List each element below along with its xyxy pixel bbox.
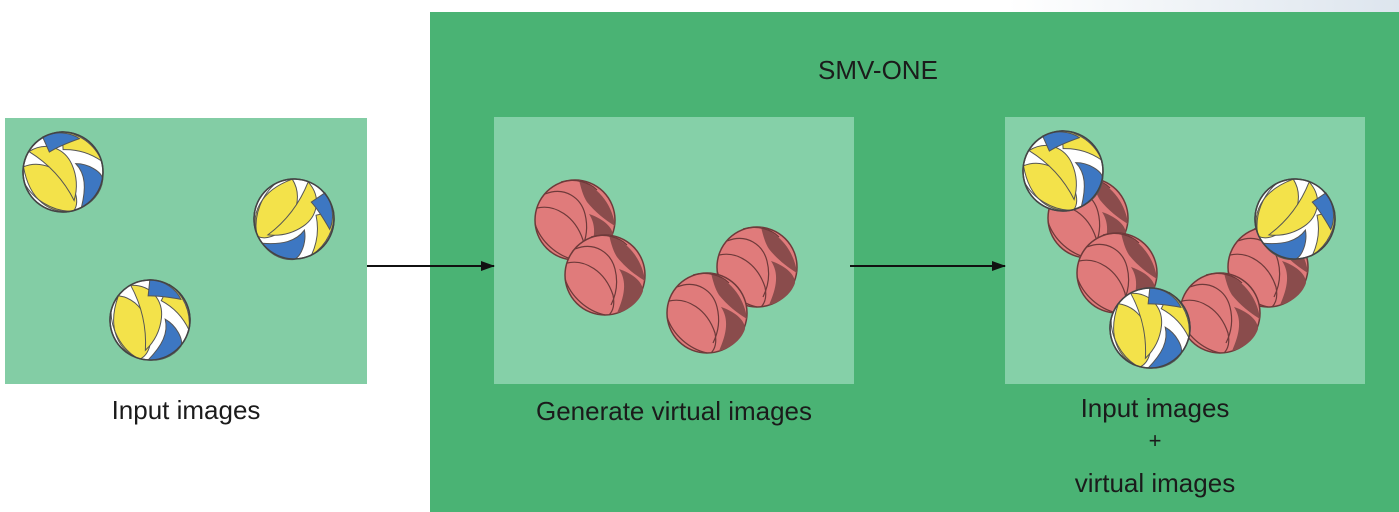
generate-virtual-images-label: Generate virtual images <box>535 396 813 426</box>
smv-one-title: SMV-ONE <box>818 55 938 85</box>
combined-label-line1: Input images <box>1080 393 1230 423</box>
virtual-ball-3 <box>564 234 646 316</box>
combined-label-line3: virtual images <box>1074 468 1236 498</box>
input-images-label: Input images <box>111 395 261 425</box>
volleyball-input-2 <box>241 166 347 272</box>
combined-label-plus: + <box>1148 428 1162 453</box>
virtual-ball-4 <box>666 272 748 354</box>
volleyball-input-3 <box>97 267 203 373</box>
volleyball-input-1 <box>15 124 111 220</box>
combined-virtual-ball-4 <box>1179 272 1261 354</box>
